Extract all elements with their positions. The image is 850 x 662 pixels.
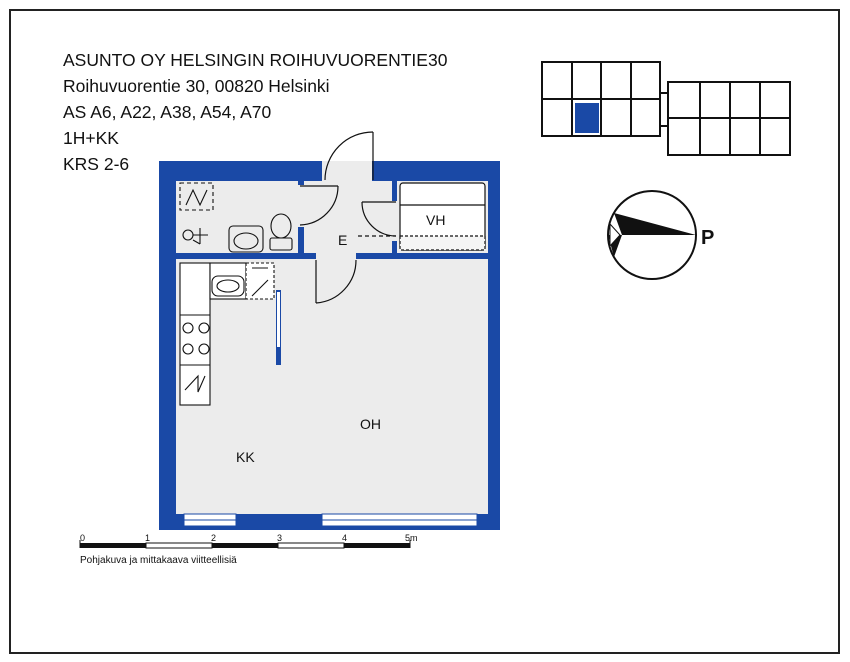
living-door-opening [316, 252, 356, 260]
kitchen-counter [179, 262, 275, 406]
scale-tick-1: 1 [145, 533, 150, 543]
toilet [269, 213, 293, 251]
room-label-e: E [338, 232, 347, 248]
scale-note: Pohjakuva ja mittakaava viitteellisiä [80, 555, 237, 566]
north-label: P [701, 227, 714, 249]
scale-tick-2: 2 [211, 533, 216, 543]
floor-range: KRS 2-6 [63, 154, 130, 174]
entry-door [324, 131, 374, 181]
drawing-frame [9, 9, 840, 654]
shower-head [182, 228, 208, 245]
room-label-oh: OH [360, 416, 381, 432]
apartment-type: 1H+KK [63, 128, 119, 148]
wardrobe-door [358, 201, 397, 237]
highlighted-apartment [575, 103, 599, 133]
living-room-floor [176, 259, 488, 514]
entry-opening [322, 161, 372, 181]
wardrobe-opening [391, 201, 398, 241]
room-label-vh: VH [426, 212, 445, 228]
shower [179, 182, 214, 211]
company-name: ASUNTO OY HELSINGIN ROIHUVUORENTIE30 [63, 50, 448, 70]
wardrobe-cabinet [399, 182, 486, 251]
scale-tick-3: 3 [277, 533, 282, 543]
stove [182, 322, 210, 355]
partition-glass [277, 292, 280, 347]
scale-tick-4: 4 [342, 533, 347, 543]
scale-bar: 0 1 2 3 4 5m [79, 533, 418, 549]
washbasin [228, 225, 264, 253]
apartment-list: AS A6, A22, A38, A54, A70 [63, 102, 272, 122]
building-key-plan [541, 61, 791, 156]
kitchen-sink [211, 275, 245, 297]
north-compass: P [607, 190, 714, 280]
floor-plan: VH E OH KK [159, 131, 500, 530]
entrance-floor [304, 181, 392, 253]
room-label-kk: KK [236, 449, 255, 465]
scale-tick-5: 5m [405, 533, 418, 543]
address: Roihuvuorentie 30, 00820 Helsinki [63, 76, 330, 96]
living-door [315, 259, 357, 304]
bath-door-opening [297, 185, 305, 227]
fridge [184, 374, 206, 393]
bathroom-door [299, 185, 339, 226]
scale-tick-0: 0 [80, 533, 85, 543]
bathroom-floor [176, 181, 298, 253]
